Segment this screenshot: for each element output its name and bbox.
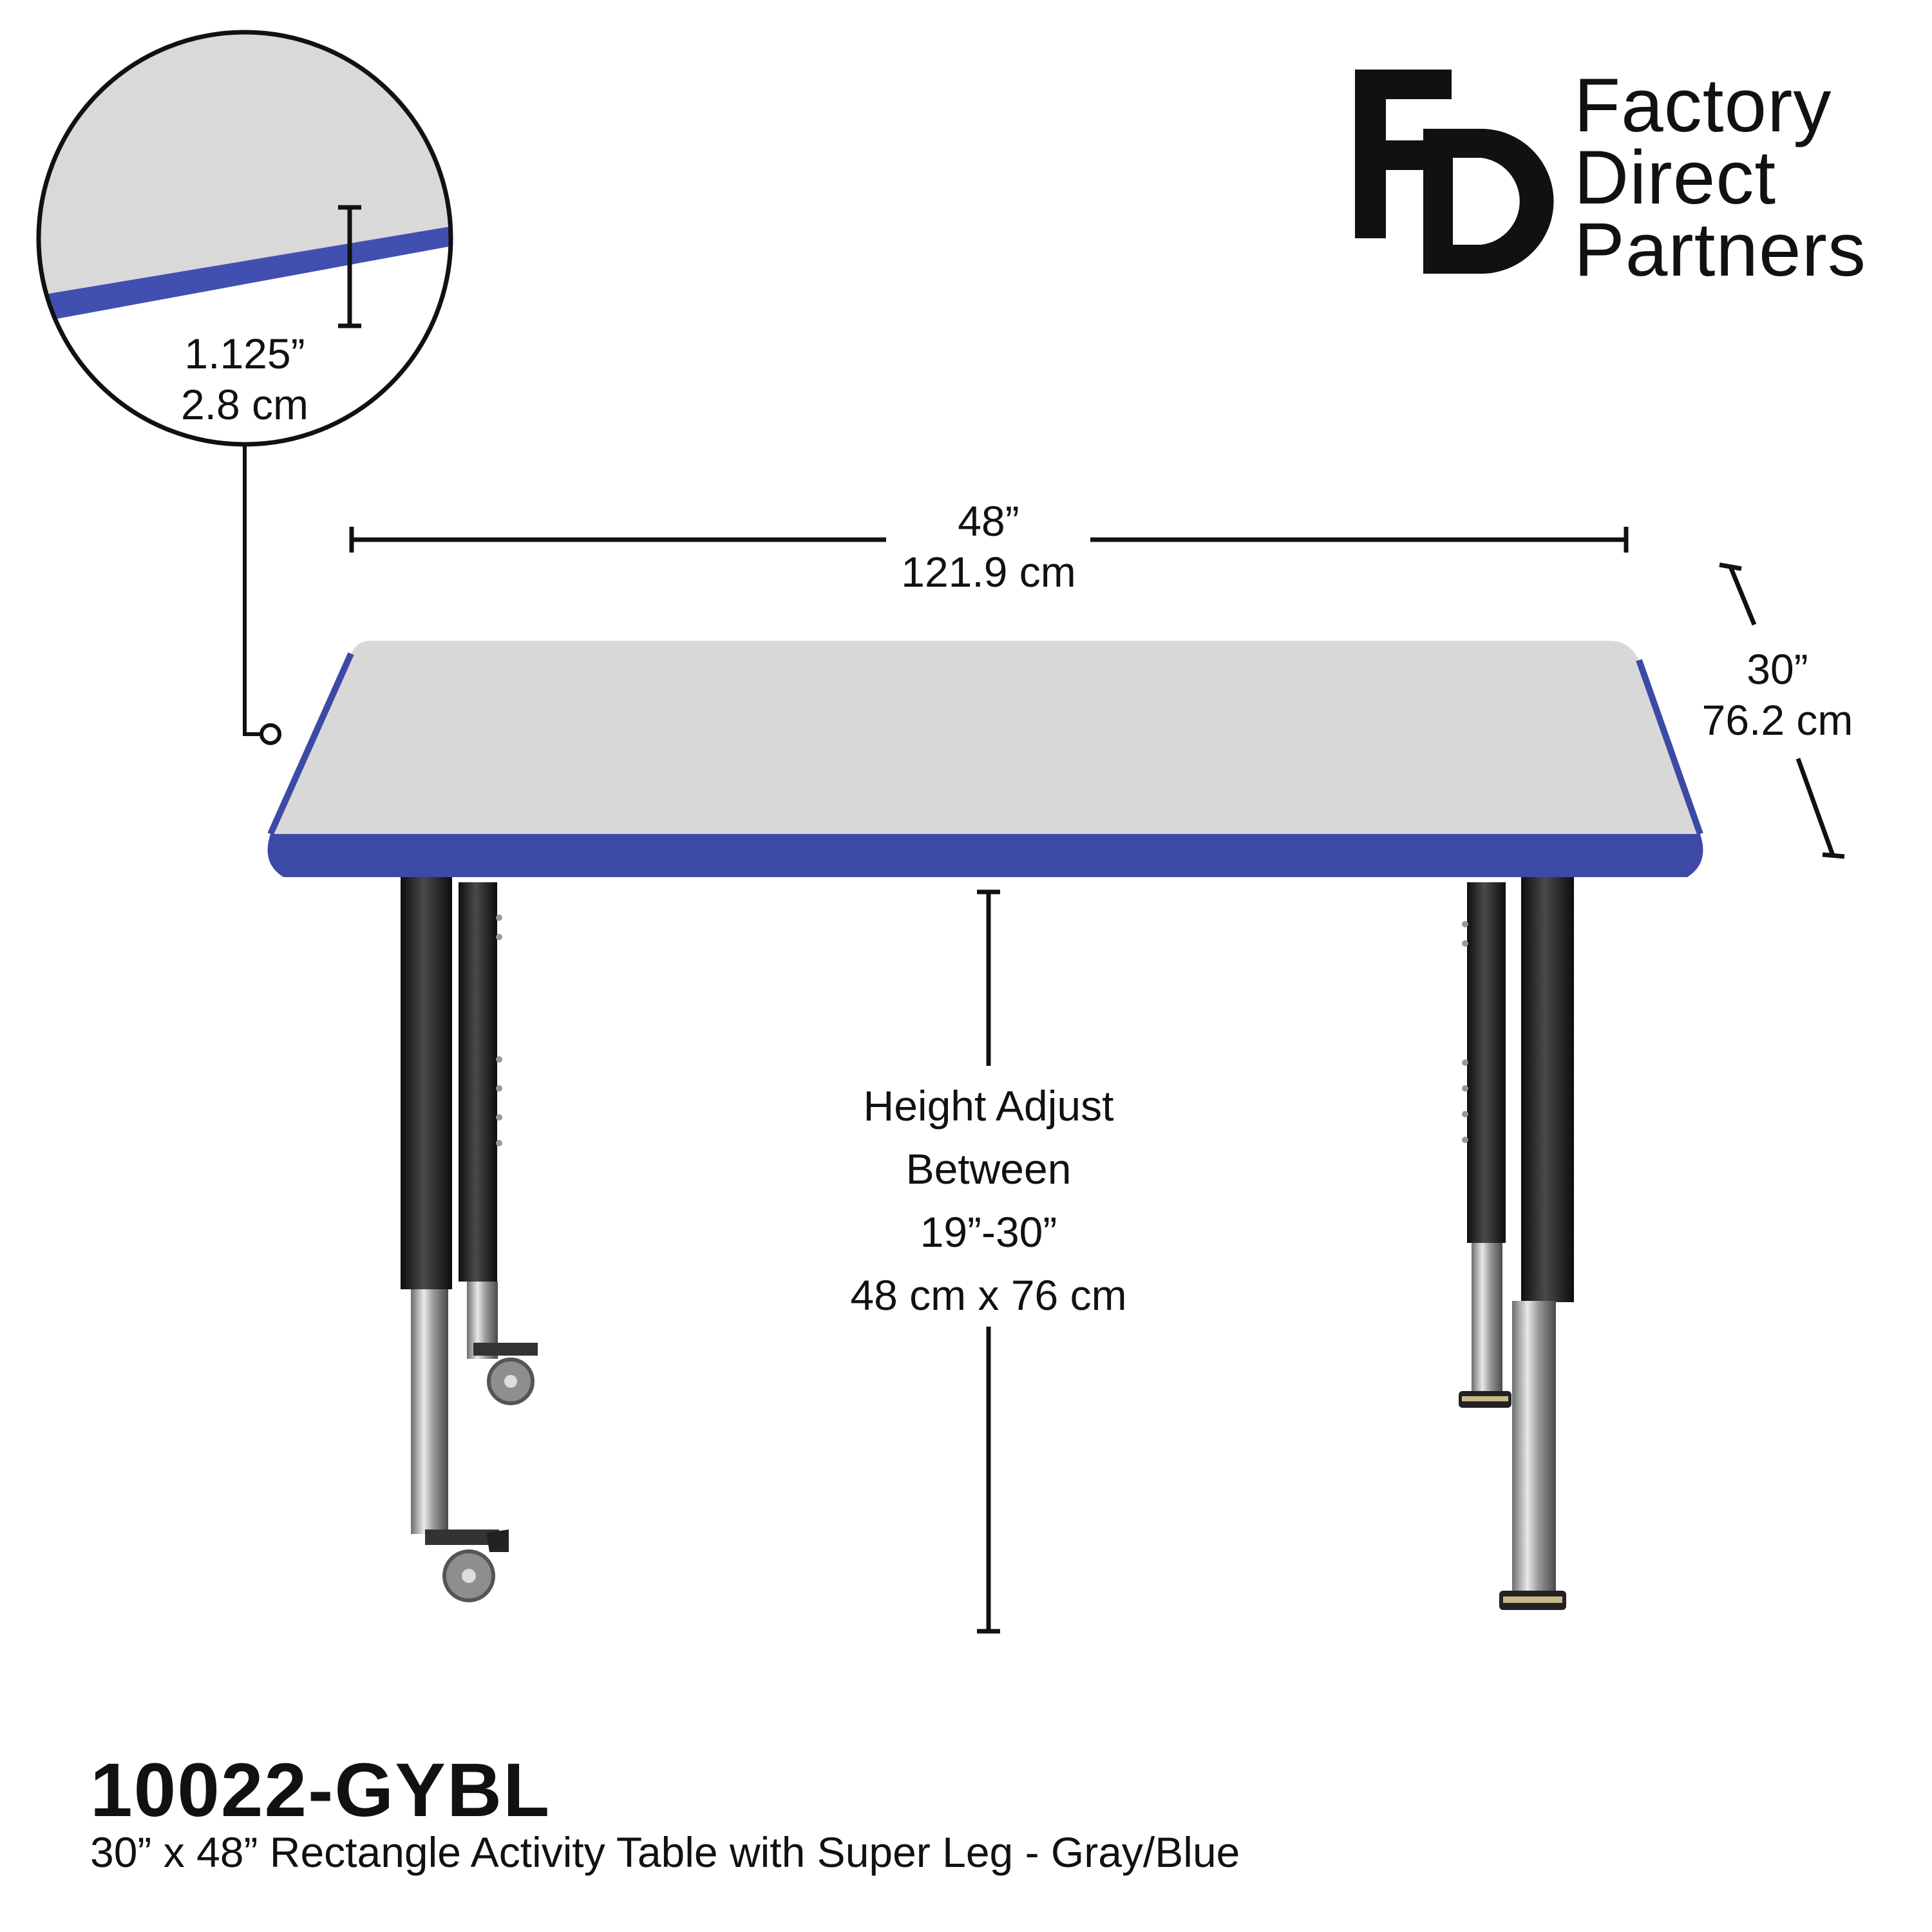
brand-name: Factory Direct Partners [1574,63,1866,292]
activity-table [267,641,1703,1610]
table-leg-back-left [459,882,538,1405]
depth-dim-line [1719,562,1845,859]
height-line-1: Height Adjust [863,1082,1114,1130]
table-leg-front-left [401,877,509,1602]
table-top [270,641,1700,834]
thickness-label: 1.125” 2.8 cm [148,328,341,430]
brand-logo-mark [1355,70,1554,274]
brand-name-line-1: Factory [1574,63,1832,148]
width-cm: 121.9 cm [901,548,1076,596]
detail-leader-line [243,444,281,745]
table-leg-back-right [1459,882,1511,1408]
width-label: 48” 121.9 cm [860,496,1117,598]
width-inches: 48” [958,497,1019,545]
thickness-cm: 2.8 cm [180,381,309,429]
height-dim-line [977,889,1000,1634]
thickness-inches: 1.125” [184,330,305,377]
brand-name-line-3: Partners [1574,207,1866,292]
width-dim-line [349,527,1629,553]
depth-cm: 76.2 cm [1701,696,1853,744]
height-line-3: 19”-30” [920,1208,1057,1256]
product-description: 30” x 48” Rectangle Activity Table with … [90,1828,1240,1876]
height-line-4: 48 cm x 76 cm [850,1271,1127,1319]
height-line-2: Between [905,1145,1072,1193]
table-leg-front-right [1499,877,1574,1610]
depth-label: 30” 76.2 cm [1681,644,1874,746]
height-label: Height Adjust Between 19”-30” 48 cm x 76… [795,1074,1182,1327]
table-edge-band [267,834,1703,877]
brand-name-line-2: Direct [1574,135,1777,220]
depth-inches: 30” [1747,645,1808,693]
product-sku: 10022-GYBL [90,1748,551,1833]
